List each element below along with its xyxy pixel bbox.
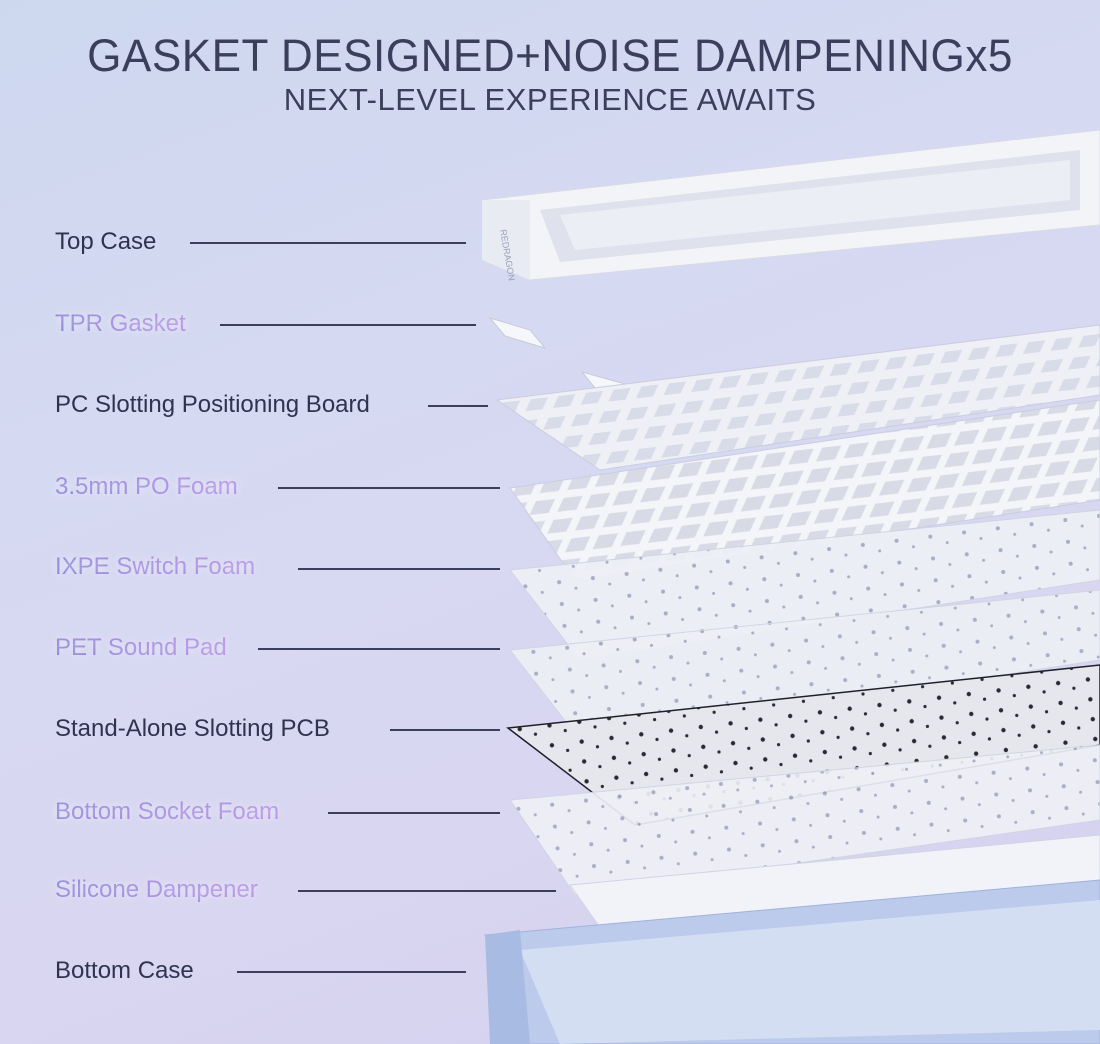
leader-line-socket-foam (328, 812, 500, 814)
label-pcb: Stand-Alone Slotting PCB (55, 715, 330, 742)
leader-line-top-case (190, 242, 466, 244)
leader-line-pet-pad (258, 648, 500, 650)
leader-line-bottom-case (237, 971, 466, 973)
label-silicone-dampener: Silicone Dampener (55, 876, 258, 903)
label-bottom-case: Bottom Case (55, 957, 194, 984)
leader-line-pc-board (428, 405, 488, 407)
pet-pad-shape (509, 589, 1100, 741)
label-ixpe-foam: IXPE Switch Foam (55, 553, 256, 580)
label-tpr-gasket: TPR Gasket (55, 310, 186, 337)
label-po-foam: 3.5mm PO Foam (55, 473, 238, 500)
page-subtitle: NEXT-LEVEL EXPERIENCE AWAITS (283, 82, 817, 117)
pc-plate-shape (495, 324, 1100, 471)
top-case-shape: REDRAGON (481, 129, 1100, 282)
socket-foam-shape (509, 744, 1100, 896)
leader-line-pcb (390, 729, 500, 731)
label-socket-foam: Bottom Socket Foam (55, 798, 280, 825)
leader-line-tpr-gasket (220, 324, 476, 326)
label-pc-board: PC Slotting Positioning Board (55, 391, 370, 418)
ixpe-foam-shape (509, 509, 1100, 661)
bottom-case-shape (484, 879, 1100, 1044)
leader-line-ixpe-foam (298, 568, 500, 570)
label-top-case: Top Case (55, 228, 157, 255)
po-foam-shape (509, 399, 1100, 581)
leader-line-silicone-dampener (298, 890, 556, 892)
leader-line-po-foam (278, 487, 500, 489)
label-pet-pad: PET Sound Pad (55, 634, 227, 661)
page-title: GASKET DESIGNED+NOISE DAMPENINGx5 (87, 30, 1013, 81)
